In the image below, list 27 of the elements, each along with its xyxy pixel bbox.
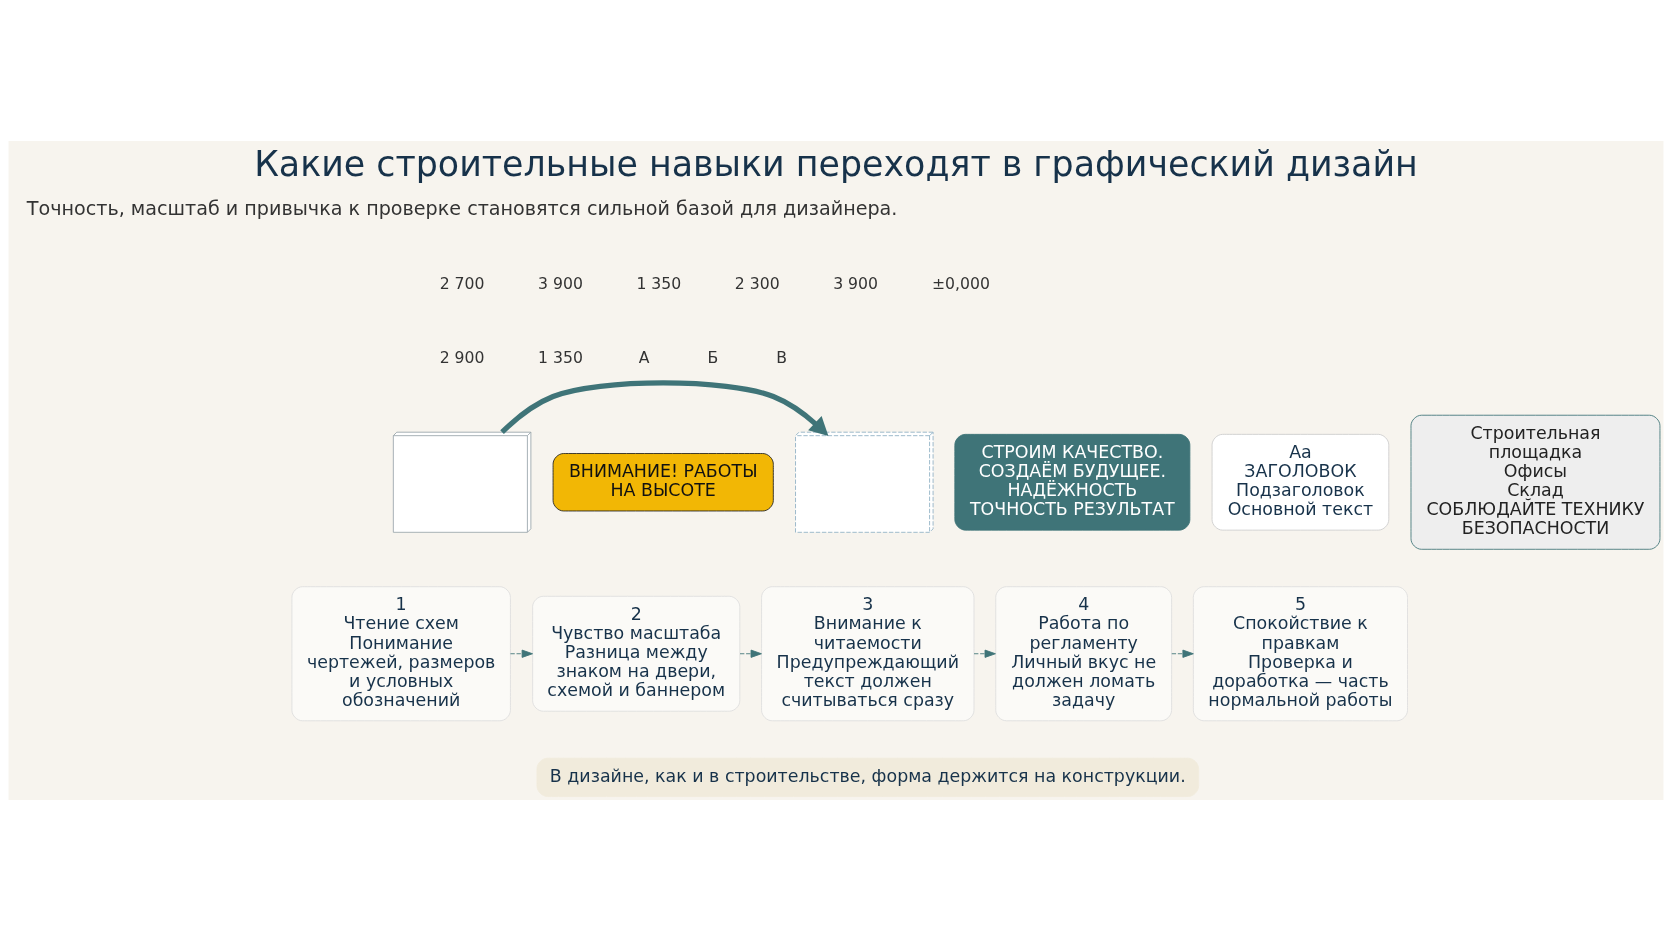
- arrow: [973, 649, 996, 658]
- node-box: СТРОИМ КАЧЕСТВО. СОЗДАЁМ БУДУЩЕЕ. НАДЁЖНОСТЬ ТОЧНОСТЬ РЕЗУЛЬТАТ: [954, 433, 1191, 531]
- label: А: [638, 348, 650, 368]
- arrow: [1171, 649, 1194, 658]
- node-box: 3 Внимание к читаемости Предупреждающий текст должен считываться сразу: [761, 586, 975, 722]
- label: 1 350: [636, 274, 682, 294]
- node-box: 4 Работа по регламенту Личный вкус не должен ломать задачу: [995, 586, 1173, 722]
- label: 2 300: [734, 274, 780, 294]
- label: Б: [707, 348, 719, 368]
- arrow: [500, 380, 829, 437]
- node-box: 1 Чтение схем Понимание чертежей, размеров и условных обозначений: [291, 586, 511, 722]
- arrow: [739, 649, 762, 658]
- node-box: 5 Спокойствие к правкам Проверка и доработка — часть нормальной работы: [1192, 586, 1408, 722]
- node-box: Aa ЗАГОЛОВОК Подзаголовок Основной текст: [1211, 433, 1390, 531]
- node-box: ВНИМАНИЕ! РАБОТЫ НА ВЫСОТЕ: [552, 453, 774, 512]
- label: 2 700: [439, 274, 485, 294]
- label: 3 900: [833, 274, 878, 294]
- node-box: 2 Чувство масштаба Разница между знаком на двери, схемой и баннером: [532, 595, 741, 712]
- label: 2 900: [439, 348, 485, 368]
- node-box: Строительная площадка Офисы Склад СОБЛЮДАЙТЕ ТЕХНИКУ БЕЗОПАСНОСТИ: [1410, 414, 1661, 550]
- label: 3 900: [538, 274, 583, 294]
- label: ±0,000: [931, 274, 990, 294]
- label: В: [776, 348, 787, 368]
- label: 1 350: [538, 348, 583, 368]
- diagram-title: Какие строительные навыки переходят в графический дизайн: [254, 143, 1418, 184]
- label: Точность, масштаб и привычка к проверке становятся сильной базой для дизайнера.: [26, 196, 898, 220]
- arrow: [510, 649, 533, 658]
